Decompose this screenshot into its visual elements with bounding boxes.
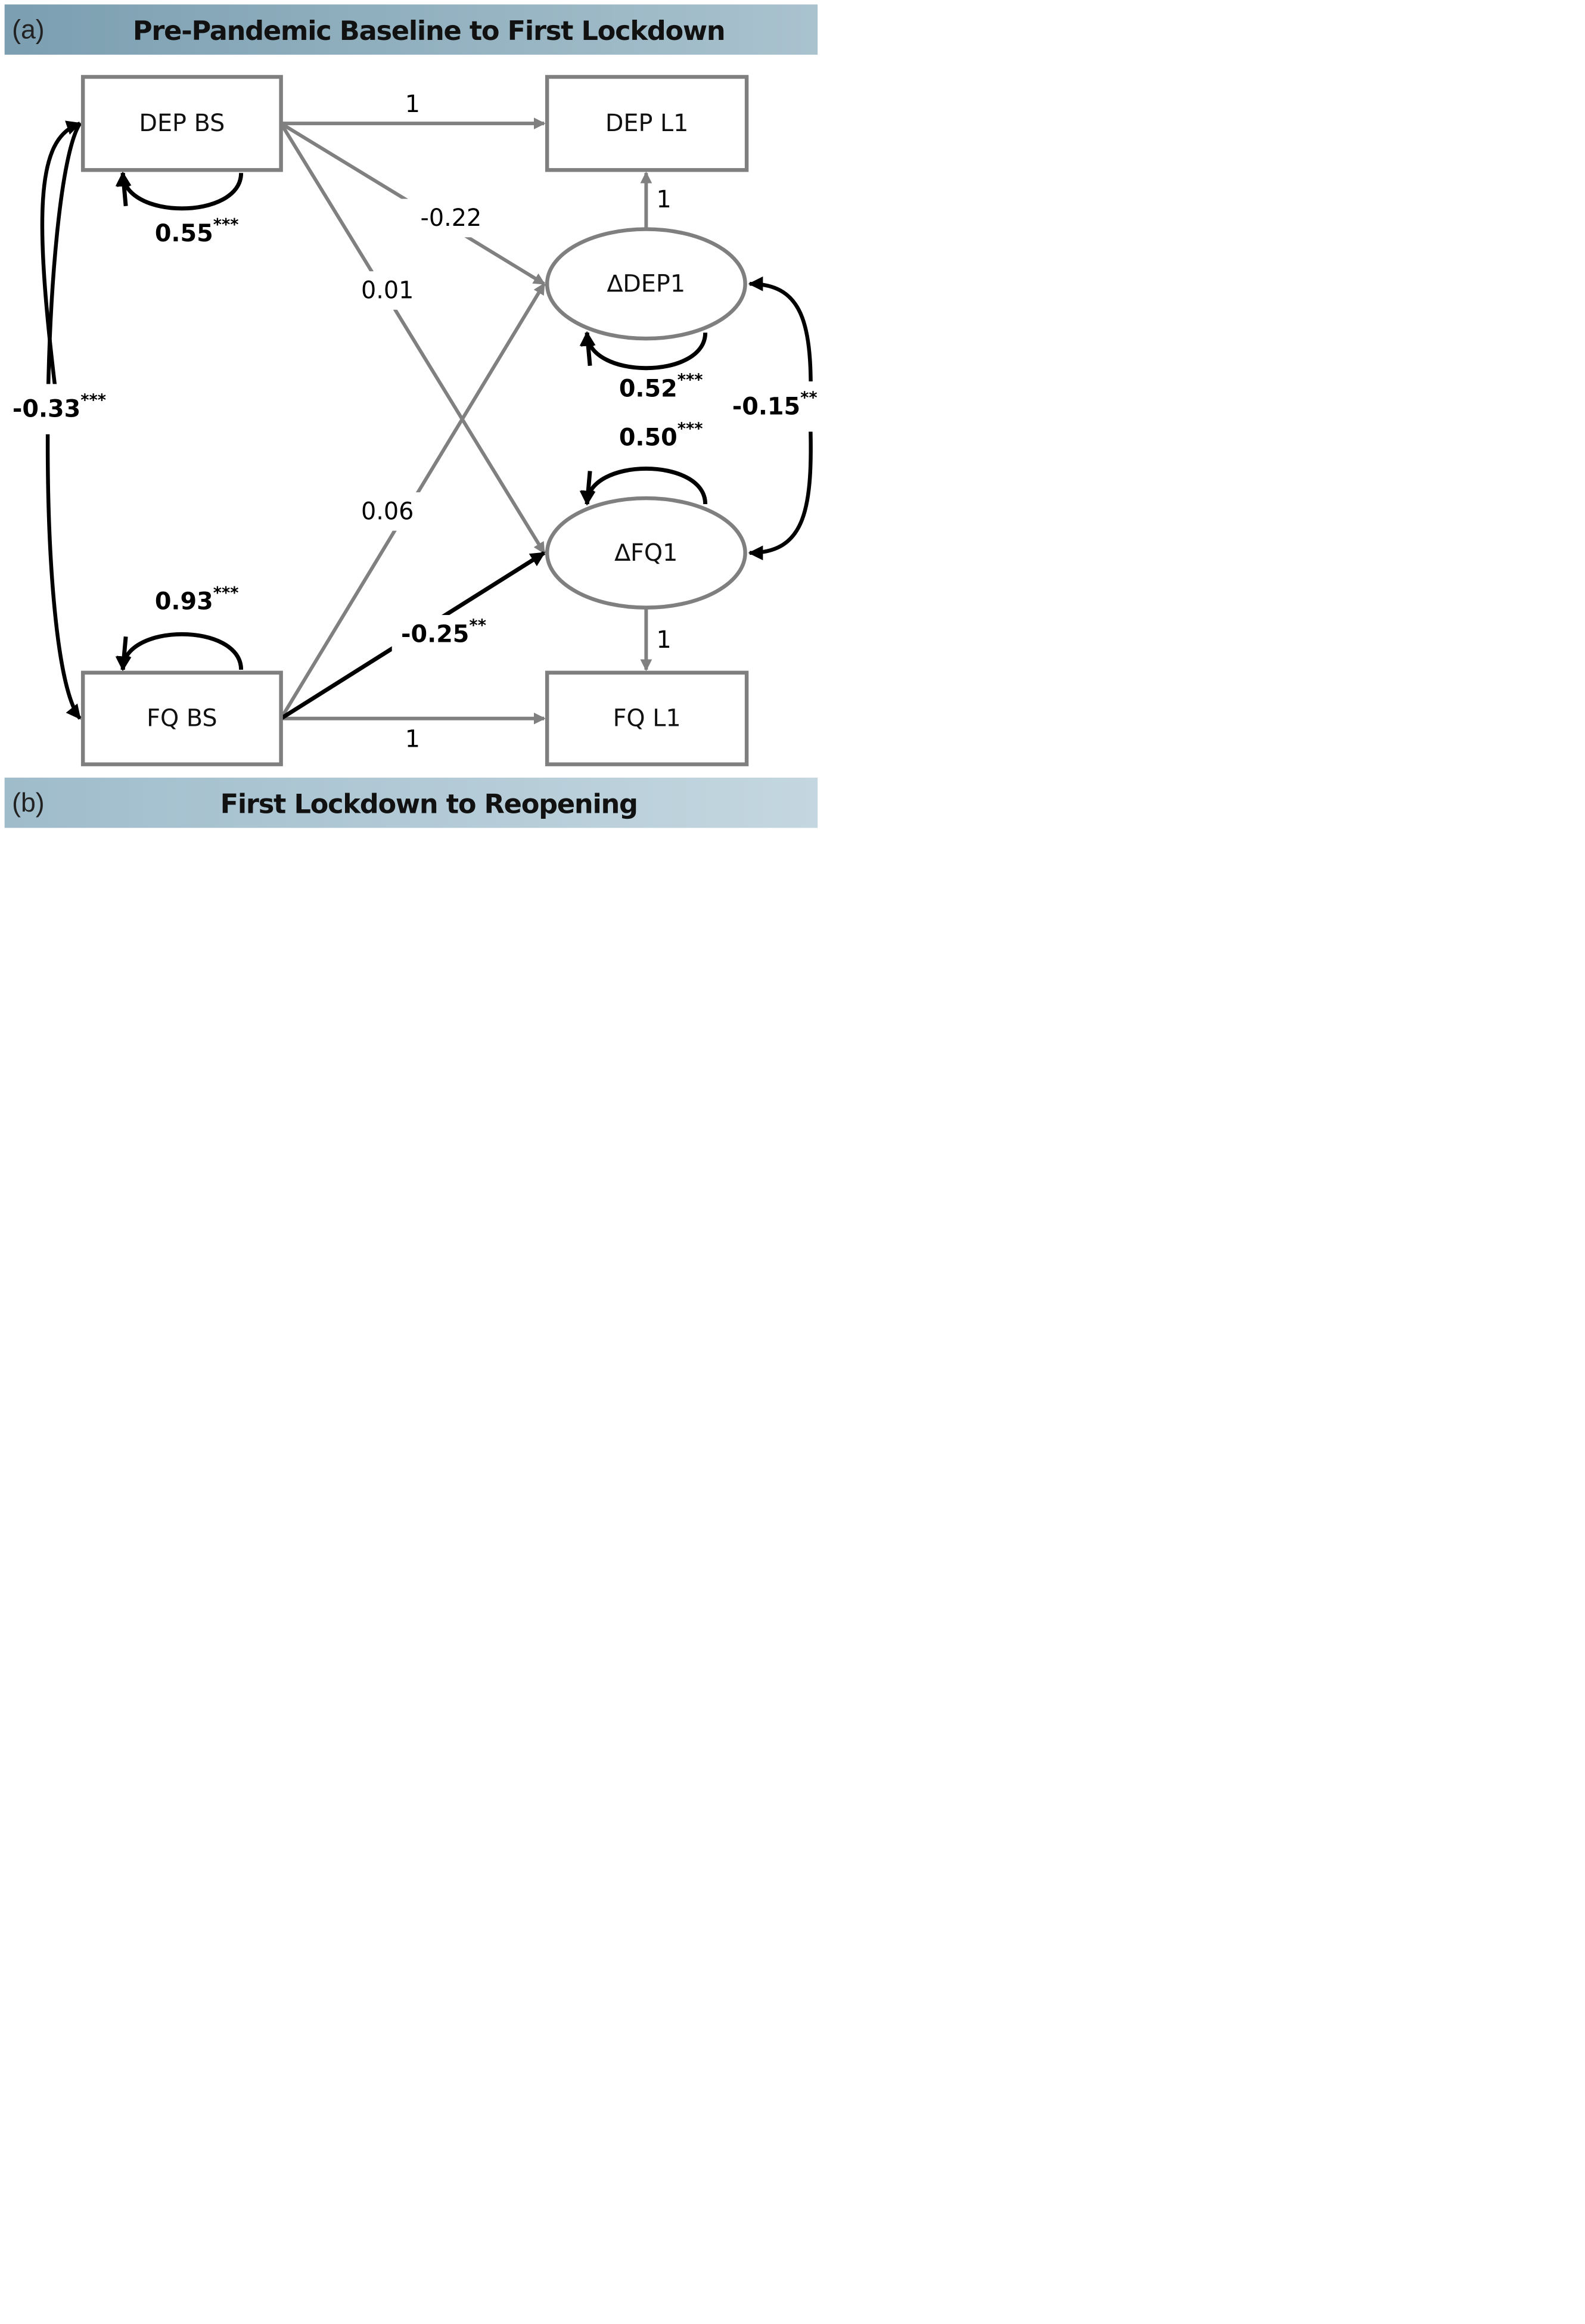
coef-fq-t0-to-fq-t1-text: 1: [405, 725, 420, 753]
coef-fq-t0-to-d-fq: -0.25**: [391, 615, 496, 654]
coef-dep-t0-to-d-dep: -0.22: [399, 198, 503, 238]
variance-loop-d-fq: [579, 467, 708, 506]
covariance-arc-change-bottom: [748, 418, 813, 561]
header-bar: [4, 4, 818, 55]
variance-loop-fq-t0-head2: [116, 636, 132, 672]
variance-loop-dep-t0-head2: [116, 171, 132, 207]
coef-var-d-fq: 0.50***: [619, 420, 703, 451]
coef-var-d-fq-text: 0.50***: [619, 420, 703, 451]
significance-stars: ***: [213, 583, 239, 602]
node-dep-t1: DEP L1: [545, 74, 749, 172]
coef-var-d-dep-text: 0.52***: [619, 371, 703, 402]
label-background: [391, 615, 496, 654]
sem-panel-b: (b) First Lockdown to Reopening: [4, 777, 818, 828]
observed-variable-box: [545, 74, 749, 172]
latent-change-ellipse: [545, 496, 747, 610]
panel-label: (b): [12, 788, 45, 818]
coef-fq-t0-to-fq-t1: 1: [405, 725, 420, 753]
panel-label: (a): [12, 15, 45, 45]
latent-change-ellipse: [545, 227, 747, 341]
variance-loop-d-dep: [579, 331, 708, 371]
node-label: ∆FQ1: [614, 539, 677, 567]
coef-d-fq-to-fq-t1-text: 1: [657, 626, 672, 654]
node-d-dep: ∆DEP1: [545, 227, 747, 341]
nodes: DEP BS DEP L1 FQ BS FQ L1 ∆DEP1 ∆FQ1: [80, 74, 749, 766]
panel-header: (b) First Lockdown to Reopening: [4, 777, 818, 828]
node-label: FQ BS: [147, 705, 217, 732]
coef-dep-t0-to-d-dep-text: -0.22: [421, 204, 482, 232]
node-d-fq: ∆FQ1: [545, 496, 747, 610]
significance-stars: ***: [677, 420, 703, 438]
sem-panels: (a) Pre-Pandemic Baseline to First Lockdo…: [4, 4, 822, 828]
panel-title: First Lockdown to Reopening: [220, 789, 638, 820]
header-bar: [4, 777, 818, 828]
coef-d-dep-to-dep-t1: 1: [657, 186, 672, 213]
coef-d-dep-to-dep-t1-text: 1: [657, 186, 672, 213]
node-dep-t0: DEP BS: [80, 74, 283, 172]
coef-cov-baseline: -0.33***: [9, 384, 110, 434]
variance-loop-d-dep-head2: [580, 331, 596, 366]
label-background: [341, 271, 434, 310]
coef-var-d-dep: 0.52***: [619, 371, 703, 402]
node-label: ∆DEP1: [607, 270, 685, 297]
panel-header: (a) Pre-Pandemic Baseline to First Lockdo…: [4, 4, 818, 55]
significance-stars: **: [469, 616, 486, 635]
coef-var-dep-t0: 0.55***: [155, 216, 239, 247]
node-fq-t1: FQ L1: [545, 670, 749, 766]
node-label: DEP BS: [139, 110, 225, 137]
variance-loop-fq-t0: [115, 632, 244, 672]
coef-dep-t0-to-dep-t1-text: 1: [405, 91, 420, 118]
significance-stars: **: [800, 389, 818, 407]
node-label: FQ L1: [613, 705, 681, 732]
significance-stars: ***: [213, 216, 239, 234]
coef-fq-t0-to-d-dep: 0.06: [341, 492, 434, 531]
coef-dep-t0-to-d-fq-text: 0.01: [361, 277, 414, 305]
coef-var-dep-t0-text: 0.55***: [155, 216, 239, 247]
panel-title: Pre-Pandemic Baseline to First Lockdown: [133, 15, 725, 46]
observed-variable-box: [80, 74, 283, 172]
node-label: DEP L1: [605, 110, 689, 137]
label-background: [341, 492, 434, 531]
variance-loop-d-fq-head2: [580, 471, 596, 506]
significance-stars: ***: [80, 391, 106, 409]
label-background: [727, 381, 822, 432]
coef-cov-baseline-text: -0.33***: [13, 391, 106, 422]
coef-dep-t0-to-dep-t1: 1: [405, 91, 420, 118]
observed-variable-box: [545, 670, 749, 766]
coef-dep-t0-to-d-fq: 0.01: [341, 271, 434, 310]
covariance-arc-baseline-top: [40, 120, 82, 421]
variance-loop-dep-t0: [115, 171, 244, 211]
coef-var-fq-t0: 0.93***: [155, 583, 239, 615]
sem-panel-a: (a) Pre-Pandemic Baseline to First Lockdo…: [4, 4, 822, 766]
significance-stars: ***: [677, 371, 703, 389]
coef-d-fq-to-fq-t1: 1: [657, 626, 672, 654]
label-background: [9, 384, 110, 434]
arrow-dep-t0-to-d-fq: [279, 122, 546, 554]
path-arrows: [40, 117, 813, 725]
node-fq-t0: FQ BS: [80, 670, 283, 766]
label-background: [399, 198, 503, 238]
coef-fq-t0-to-d-dep-text: 0.06: [361, 498, 414, 525]
observed-variable-box: [80, 670, 283, 766]
coef-var-fq-t0-text: 0.93***: [155, 583, 239, 615]
coef-cov-change: -0.15**: [727, 381, 822, 432]
